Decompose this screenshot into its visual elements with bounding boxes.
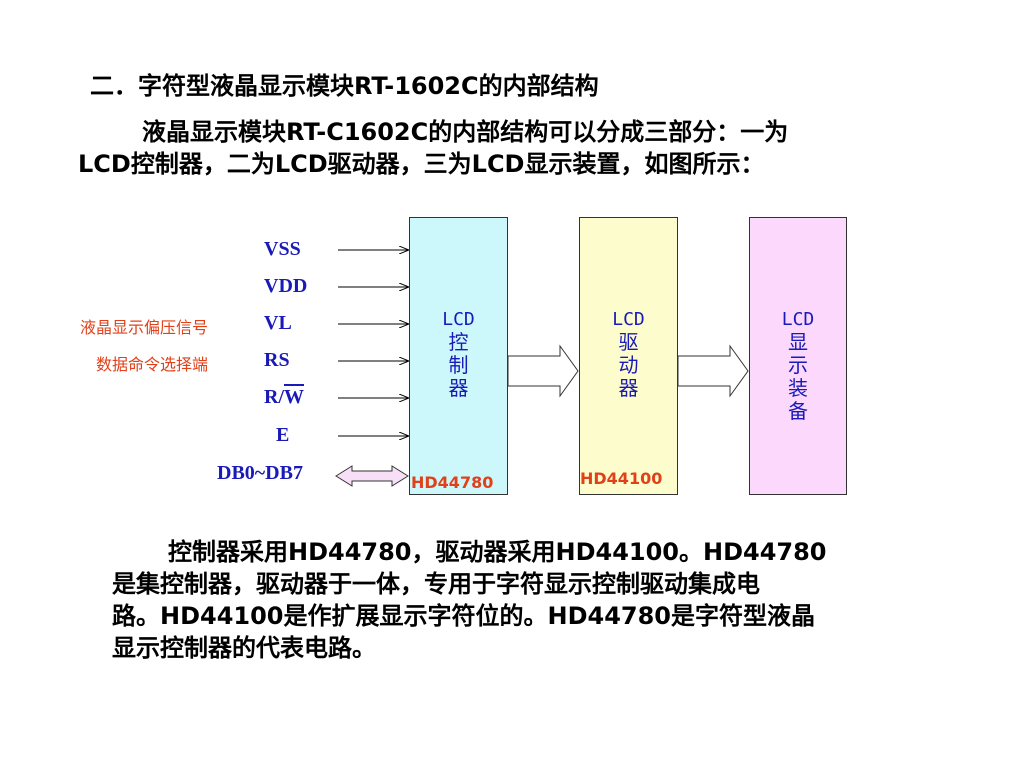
intro-line-2: LCD控制器，二为LCD驱动器，三为LCD显示装置，如图所示： bbox=[78, 150, 765, 178]
lcd-display-label: LCD 显 示 装 备 bbox=[781, 309, 815, 423]
driver-to-display-arrow bbox=[677, 344, 749, 398]
driver-chip-label: HD44100 bbox=[580, 469, 663, 488]
controller-chip-label: HD44780 bbox=[411, 473, 494, 492]
lcd-driver-label: LCD 驱 动 器 bbox=[612, 309, 645, 400]
intro-line-1: 液晶显示模块RT-C1602C的内部结构可以分成三部分：一为 bbox=[142, 118, 789, 146]
note-rs: 数据命令选择端 bbox=[96, 355, 209, 374]
signal-vdd: VDD bbox=[264, 275, 308, 297]
body-line-2: 是集控制器，驱动器于一体，专用于字符显示控制驱动集成电 bbox=[112, 570, 760, 598]
db-bus-arrow bbox=[335, 465, 409, 487]
body-line-3: 路。HD44100是作扩展显示字符位的。HD44780是字符型液晶 bbox=[112, 602, 816, 630]
signal-e: E bbox=[276, 424, 290, 446]
body-paragraph: 控制器采用HD44780，驱动器采用HD44100。HD44780 是集控制器，… bbox=[112, 536, 827, 664]
controller-to-driver-arrow bbox=[507, 344, 579, 398]
note-vl: 液晶显示偏压信号 bbox=[80, 318, 209, 337]
section-title: 二．字符型液晶显示模块RT-1602C的内部结构 bbox=[90, 72, 599, 100]
lcd-controller-block: LCD 控 制 器 bbox=[409, 217, 508, 495]
signal-rs: RS bbox=[264, 349, 290, 371]
signal-rw-read: R/ bbox=[264, 386, 284, 408]
lcd-display-block: LCD 显 示 装 备 bbox=[749, 217, 847, 495]
intro-paragraph: 液晶显示模块RT-C1602C的内部结构可以分成三部分：一为 LCD控制器，二为… bbox=[78, 116, 788, 180]
signal-rw-write-bar: W bbox=[284, 386, 304, 408]
signal-rw: R/W bbox=[264, 386, 304, 409]
body-line-4: 显示控制器的代表电路。 bbox=[112, 634, 376, 662]
signal-vss: VSS bbox=[264, 238, 301, 260]
lcd-controller-label: LCD 控 制 器 bbox=[442, 309, 475, 400]
lcd-driver-block: LCD 驱 动 器 bbox=[579, 217, 678, 495]
signal-vl: VL bbox=[264, 312, 292, 334]
body-line-1: 控制器采用HD44780，驱动器采用HD44100。HD44780 bbox=[168, 538, 827, 566]
signal-db: DB0~DB7 bbox=[217, 462, 303, 484]
